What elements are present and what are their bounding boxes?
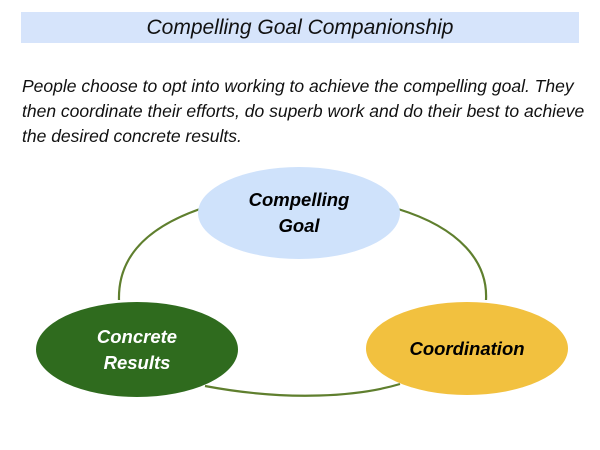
connector-results-to-coordination: [204, 382, 401, 397]
title-bar: Compelling Goal Companionship: [21, 12, 579, 43]
connector-goal-to-coordination: [397, 207, 488, 301]
node-compelling-goal: Compelling Goal: [198, 167, 400, 259]
connector-goal-to-results: [117, 207, 201, 301]
intro-paragraph: People choose to opt into working to ach…: [22, 76, 585, 146]
node-concrete-results-label: Concrete Results: [96, 325, 178, 373]
page-title: Compelling Goal Companionship: [146, 15, 454, 39]
node-concrete-results: Concrete Results: [36, 302, 238, 397]
node-compelling-goal-label: Compelling Goal: [248, 189, 350, 236]
node-coordination: Coordination: [366, 302, 568, 395]
node-coordination-label: Coordination: [409, 337, 525, 359]
